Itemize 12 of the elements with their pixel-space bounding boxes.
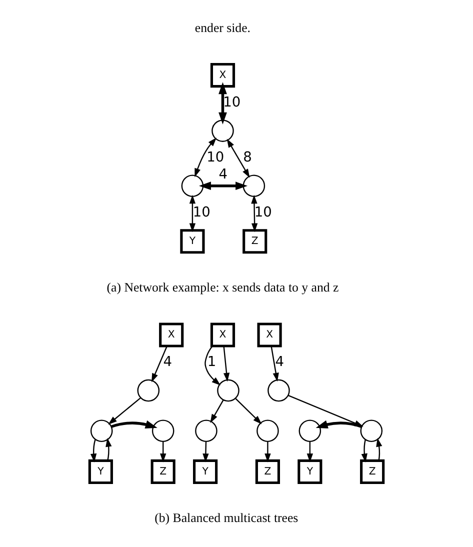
label: (b) Balanced multicast trees: [154, 510, 298, 525]
edge-label: 10: [223, 94, 241, 110]
edge-label: 1: [207, 354, 216, 370]
edge-label: 4: [275, 354, 284, 370]
label: (a) Network example: x sends data to y and z: [106, 280, 339, 295]
edge-label: 4: [163, 354, 172, 370]
edge-label: 4: [218, 166, 228, 183]
edge-label: 10: [192, 204, 210, 221]
label: ender side.: [194, 20, 251, 35]
edge-label: 10: [254, 204, 272, 221]
edge-label: 10: [206, 150, 224, 166]
edge-label: 8: [243, 150, 252, 166]
